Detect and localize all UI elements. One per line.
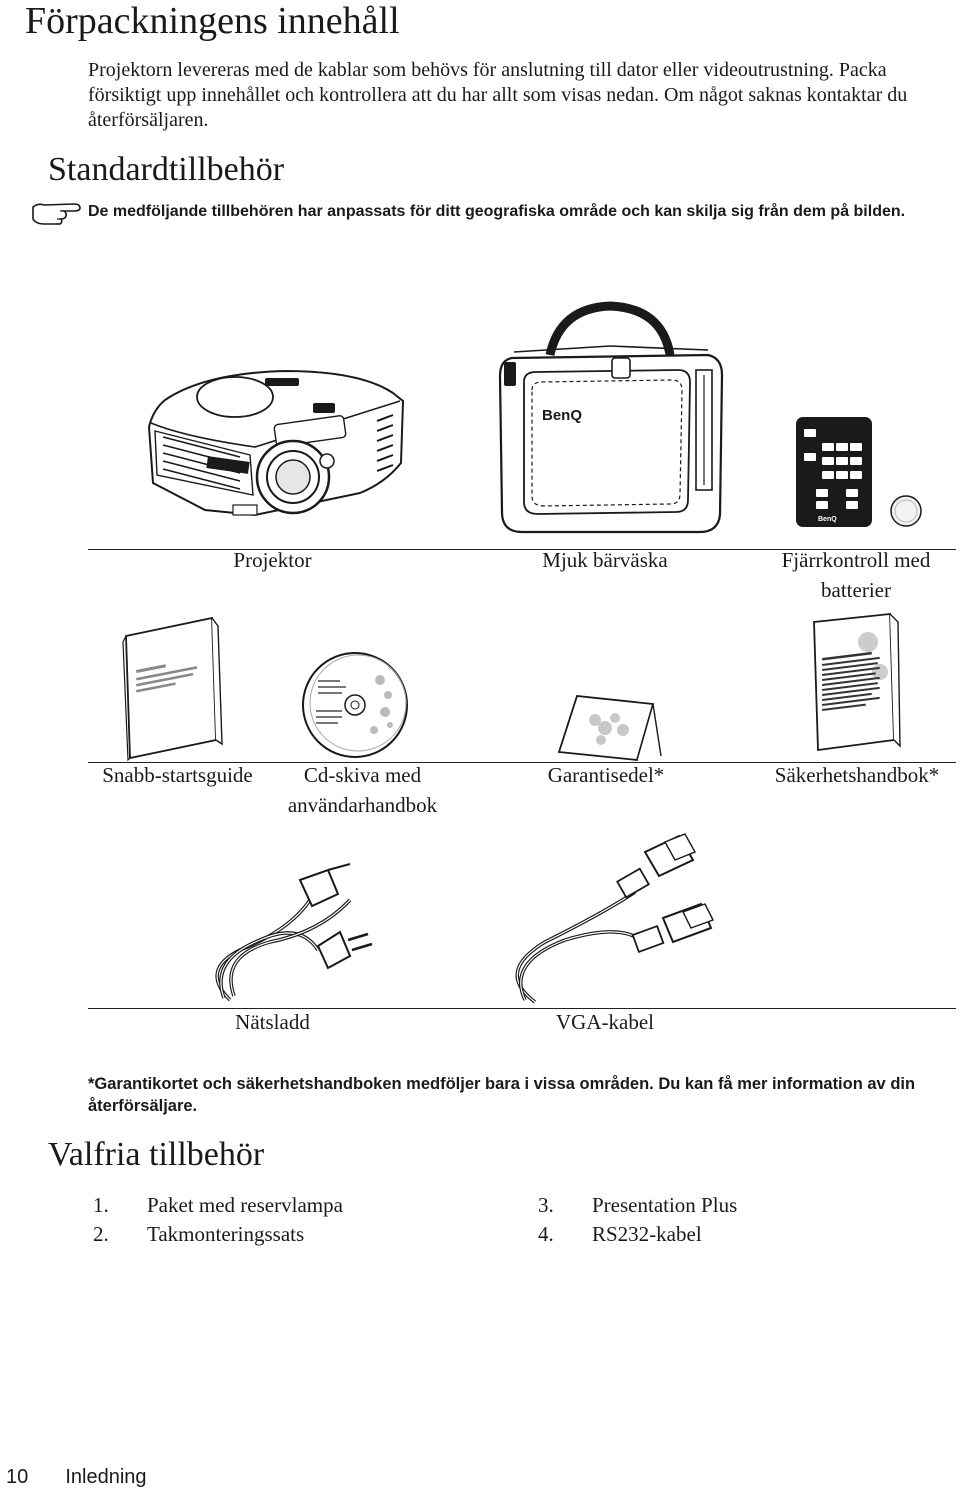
caption-vga-cable: VGA-kabel — [556, 1010, 654, 1034]
caption-power-cord: Nätsladd — [235, 1010, 310, 1034]
cd-illustration — [302, 652, 408, 758]
bag-brand-logo: BenQ — [542, 407, 582, 424]
intro-paragraph: Projektorn levereras med de kablar som b… — [88, 59, 908, 131]
section-name: Inledning — [65, 1466, 147, 1488]
optional-item-number: 4. — [538, 1222, 554, 1246]
caption-quick-start-guide: Snabb-startsguide — [102, 763, 253, 787]
standard-note: De medföljande tillbehören har anpassats… — [88, 203, 906, 220]
footnote: *Garantikortet och säkerhetshandboken me… — [88, 1075, 916, 1115]
page-footer: 10 Inledning — [6, 1465, 147, 1489]
row1-divider — [88, 549, 956, 550]
optional-item-label: Takmonteringssats — [147, 1222, 305, 1246]
optional-item-4: 4. RS232-kabel — [538, 1220, 702, 1249]
safety-manual-illustration — [813, 613, 901, 752]
page-title: Förpackningens innehåll — [25, 0, 400, 42]
caption-warranty-card: Garantisedel* — [547, 763, 665, 787]
optional-item-3: 3. Presentation Plus — [538, 1191, 737, 1220]
quick-start-guide-illustration — [122, 616, 223, 762]
caption-carry-bag: Mjuk bärväska — [542, 548, 668, 572]
row3-divider — [88, 1008, 956, 1009]
remote-brand-logo: BenQ — [818, 516, 837, 523]
optional-item-number: 2. — [93, 1222, 109, 1246]
optional-heading: Valfria tillbehör — [48, 1136, 265, 1173]
caption-projector: Projektor — [233, 548, 312, 572]
optional-item-label: Paket med reservlampa — [147, 1193, 343, 1217]
pointing-hand-icon — [32, 203, 81, 225]
projector-illustration — [147, 369, 405, 517]
carry-bag-illustration: BenQ — [498, 301, 724, 534]
row2-divider — [88, 762, 956, 763]
standard-heading: Standardtillbehör — [48, 151, 285, 188]
caption-remote-control: Fjärrkontroll med batterier — [781, 548, 931, 602]
caption-cd: Cd-skiva med användarhandbok — [287, 763, 438, 817]
power-cord-illustration — [215, 863, 373, 1002]
optional-item-number: 3. — [538, 1193, 554, 1217]
caption-safety-manual: Säkerhetshandbok* — [774, 763, 940, 787]
warranty-card-illustration — [557, 695, 662, 761]
page-number: 10 — [6, 1466, 29, 1488]
remote-control-illustration: BenQ — [796, 417, 922, 527]
optional-item-label: RS232-kabel — [592, 1222, 702, 1246]
optional-item-2: 2. Takmonteringssats — [93, 1220, 304, 1249]
optional-item-number: 1. — [93, 1193, 109, 1217]
optional-item-label: Presentation Plus — [592, 1193, 738, 1217]
vga-cable-illustration — [515, 833, 714, 1004]
optional-item-1: 1. Paket med reservlampa — [93, 1191, 343, 1220]
